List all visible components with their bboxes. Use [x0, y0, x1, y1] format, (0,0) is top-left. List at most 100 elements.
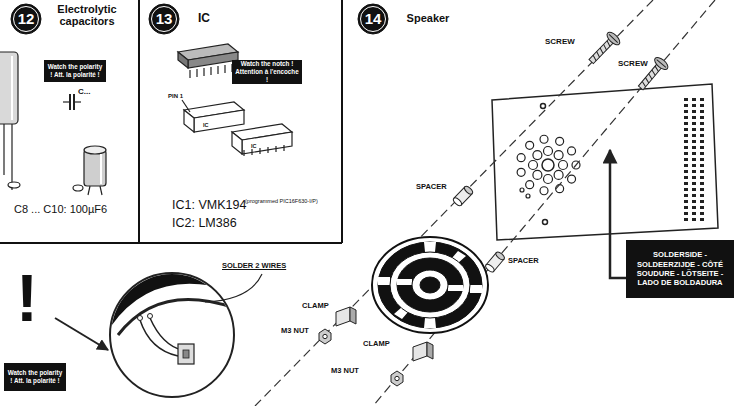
capacitor-drawing: [100, 186, 102, 195]
connector-pad: [700, 170, 704, 173]
warning-text: SOLDERSIDE - SOLDEERZIJDE - CÔTÉ SOUDURE…: [629, 250, 731, 288]
connector-pad: [692, 98, 696, 101]
capacitor-drawing: [11, 124, 12, 190]
magnified-detail: [100, 277, 250, 330]
part-label: SPACER: [508, 257, 539, 265]
connector-pad: [692, 110, 696, 113]
speaker-part: [372, 237, 488, 333]
magnified-detail: [140, 320, 178, 356]
capacitor-drawing: [84, 146, 106, 154]
speaker-hole: [568, 175, 576, 183]
spacer-part: [452, 196, 463, 207]
m3-nut: [319, 329, 403, 386]
speaker-hole: [554, 151, 563, 160]
connector-pads: [684, 98, 704, 221]
connector-pad: [692, 212, 696, 215]
warning-text: Watch the notch ! Attention à l'encoche …: [235, 60, 299, 84]
connector-pad: [692, 164, 696, 167]
part-label: M3 NUT: [331, 367, 359, 375]
screw-part: [605, 30, 622, 47]
connector-pad: [692, 200, 696, 203]
part-label: IC1: VMK194: [172, 199, 246, 213]
connector-pad: [684, 116, 688, 119]
clamp-part: [427, 342, 433, 359]
clamp-part: [336, 307, 350, 326]
connector-pad: [684, 104, 688, 107]
speaker-hole: [544, 175, 553, 184]
speaker-hole: [556, 137, 564, 145]
part-label: C8 ... C10: 100µF6: [14, 203, 107, 215]
connector-pad: [700, 146, 704, 149]
warning-box: Watch the notch ! Attention à l'encoche …: [232, 60, 302, 84]
ic-drawing: [188, 52, 238, 68]
connector-pad: [692, 158, 696, 161]
connector-pad: [684, 188, 688, 191]
callout-circle: [149, 4, 179, 34]
spacer-part: [484, 251, 505, 274]
capacitor-drawing: [84, 150, 106, 186]
connector-pad: [684, 122, 688, 125]
speaker-hole: [533, 170, 542, 179]
ic-drawing: [194, 110, 244, 132]
ic-drawing: [232, 132, 242, 154]
connector-pad: [684, 128, 688, 131]
screw-part: [653, 55, 670, 71]
connector-pad: [700, 122, 704, 125]
capacitor-drawing: [0, 52, 106, 195]
connector-pad: [692, 140, 696, 143]
part-label: SPACER: [416, 183, 447, 191]
connector-pad: [684, 146, 688, 149]
speaker-hole: [526, 141, 534, 149]
connector-pad: [692, 206, 696, 209]
capacitor-drawing: [74, 101, 81, 102]
magnified-detail: [100, 273, 250, 397]
part-label: CLAMP: [363, 340, 390, 348]
pcb-board: [492, 84, 718, 240]
screw-part: [592, 41, 612, 61]
connector-pad: [700, 104, 704, 107]
connector-pad: [700, 218, 704, 221]
magnified-detail: [178, 344, 194, 364]
connector-pad: [692, 128, 696, 131]
screw-part: [641, 66, 660, 87]
connector-pad: [700, 212, 704, 215]
pcb-board: [542, 159, 554, 171]
connector-pad: [684, 176, 688, 179]
part-label: C...: [78, 88, 90, 97]
part-label: IC2: LM386: [172, 217, 237, 231]
speaker-part: [397, 258, 463, 312]
magnified-detail: [183, 350, 189, 358]
ic-drawing: [190, 64, 232, 78]
magnified-detail: [110, 273, 234, 397]
magnified-detail: [100, 277, 250, 364]
connector-pad: [692, 218, 696, 221]
connector-pad: [700, 158, 704, 161]
connector-pad: [692, 170, 696, 173]
capacitor-drawing: [69, 94, 71, 110]
screw-part: [657, 60, 666, 68]
connector-pad: [692, 146, 696, 149]
ic-drawing: [182, 100, 190, 112]
callout-circle: [11, 4, 41, 34]
connector-pad: [684, 134, 688, 137]
spacer-part: [463, 185, 474, 196]
connector-pad: [684, 140, 688, 143]
connector-pad: [700, 152, 704, 155]
step-heading: Speaker: [393, 12, 463, 24]
capacitor-drawing: [0, 52, 18, 124]
pcb-board: [492, 84, 718, 240]
connector-pad: [700, 194, 704, 197]
step-callout: 12Electrolytic capacitors: [10, 3, 140, 35]
pcb-board: [541, 104, 546, 109]
magnified-detail: [148, 314, 153, 319]
ic-drawing: [244, 145, 284, 156]
speaker-part: [378, 242, 482, 328]
speaker-hole: [526, 181, 534, 189]
step-heading: IC: [184, 12, 224, 25]
part-label: CLAMP: [302, 302, 329, 310]
connector-pad: [700, 206, 704, 209]
connector-pad: [692, 134, 696, 137]
clamp-part: [336, 307, 433, 361]
speaker-part: [420, 277, 440, 293]
speaker-hole: [520, 188, 524, 192]
